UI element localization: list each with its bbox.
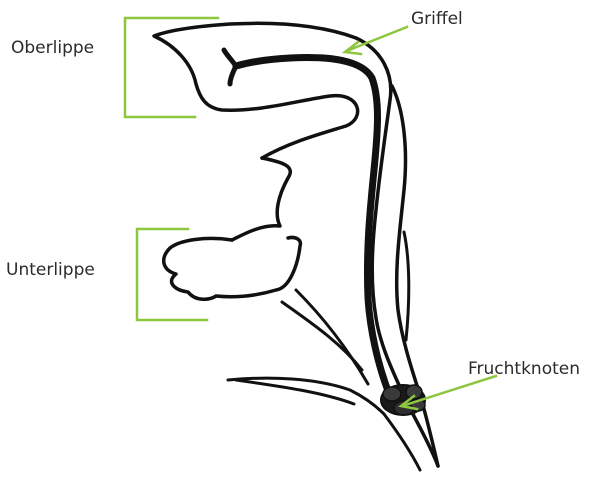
calyx-lobe-1 — [404, 232, 409, 340]
calyx-lobe-2 — [282, 302, 362, 370]
lower-lip-label: Unterlippe — [6, 262, 95, 279]
stigma-fork — [224, 50, 236, 84]
calyx-lobe-3 — [296, 290, 368, 384]
calyx-lobe-5 — [236, 380, 354, 404]
corolla-tube-outline — [232, 158, 290, 240]
upper-lip-label: Oberlippe — [11, 40, 94, 57]
lower-lip-outline — [164, 237, 301, 299]
lower-lip-bracket — [137, 229, 207, 320]
ovary-label: Fruchtknoten — [468, 361, 580, 378]
stem-line — [384, 414, 420, 470]
style-label: Griffel — [411, 11, 463, 28]
